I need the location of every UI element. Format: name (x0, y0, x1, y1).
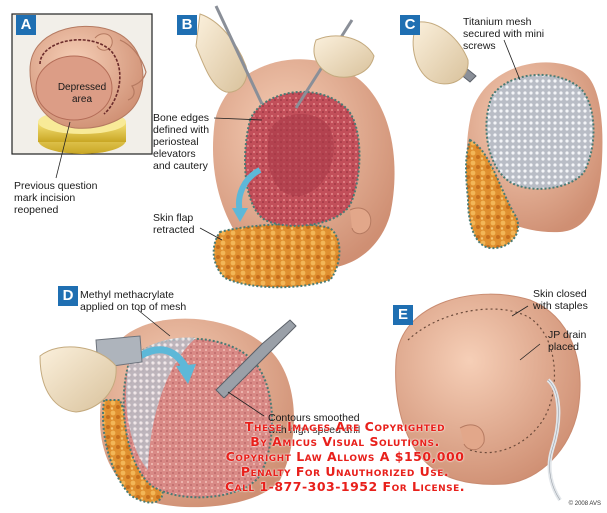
incision-label: Previous question mark incision reopened (14, 180, 124, 216)
watermark-line-1: These Images Are Copyrighted (200, 419, 490, 434)
hand-c (413, 22, 468, 84)
panel-c-figure (413, 22, 602, 248)
watermark-line-4: Penalty For Unauthorized Use. (200, 464, 490, 479)
watermark-line-3: Copyright Law Allows A $150,000 (200, 449, 490, 464)
titanium-mesh-c (486, 75, 593, 189)
panel-a-badge: A (16, 15, 36, 35)
panel-b-figure (196, 6, 395, 287)
copyright-notice: © 2008 AVS (569, 501, 601, 507)
ear-b (350, 208, 371, 234)
panel-b-badge: B (177, 15, 197, 35)
methyl-methacrylate-label: Methyl methacrylate applied on top of me… (80, 289, 220, 313)
skin-flap-b (214, 224, 340, 287)
panel-e-badge: E (393, 305, 413, 325)
depressed-area-label: Depressed area (54, 82, 110, 106)
watermark-line-5: Call 1-877-303-1952 For License. (200, 479, 490, 494)
bone-edges-label: Bone edges defined with periosteal eleva… (153, 112, 223, 172)
titanium-mesh-label: Titanium mesh secured with mini screws (463, 16, 573, 52)
watermark-line-2: By Amicus Visual Solutions. (200, 434, 490, 449)
panel-d-badge: D (58, 286, 78, 306)
panel-c-badge: C (400, 15, 420, 35)
skin-closed-label: Skin closed with staples (533, 288, 603, 312)
skin-flap-label: Skin flap retracted (153, 212, 223, 236)
jp-drain-label: JP drain placed (548, 329, 604, 353)
